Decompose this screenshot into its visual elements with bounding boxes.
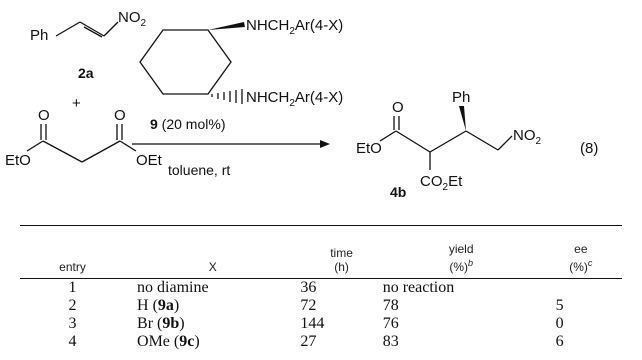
cell-ee: 6 [555,333,564,350]
header-ee-footnote: c [587,258,593,268]
cell-yield: 83 [382,333,399,350]
cell-time: 36 [300,279,317,296]
header-yield-line1: yield [448,242,474,256]
ethoxy-right-label: OEt [136,152,163,169]
results-table: entry X time (h) yield (%)b ee (%)c 1 no… [20,232,622,351]
header-ee-unit: (%) [569,260,588,274]
bond-line [465,130,499,151]
product-carbonyl-oxygen: O [392,99,404,116]
bond-line [497,135,513,151]
header-x: X [125,232,300,274]
header-ee: ee (%)c [540,232,622,274]
header-yield-footnote: b [468,258,474,268]
equation-number: (8) [580,140,598,157]
bond-line [81,140,121,163]
bond-line [119,140,137,152]
cell-x: Br (9b) [125,315,300,333]
cell-x-close: ) [194,333,200,350]
cell-entry: 3 [68,315,77,332]
bond-line [42,140,83,163]
cell-time: 144 [300,315,325,332]
diethyl-malonate-structure: O O EtO OEt [5,107,163,169]
header-yield: yield (%)b [383,232,540,274]
table-row: 2 H (9a) 72 78 5 [20,297,622,315]
hash-bond [211,89,243,104]
table-row: 4 OMe (9c) 27 83 6 [20,333,622,351]
cell-x: H (9a) [125,297,300,315]
ethoxy-left-label: EtO [5,152,31,169]
catalyst-loading-label: 9 (20 mol%) [150,116,225,132]
reaction-scheme: Ph NO2 2a + O O EtO OEt NHC [5,9,598,200]
bond-line [395,130,431,153]
header-entry: entry [20,232,125,274]
table-row: 1 no diamine 36 no reaction [20,279,622,298]
cell-x: OMe (9c) [125,333,300,351]
cell-x-text: Br ( [137,315,163,332]
cell-x-text: H ( [137,297,158,314]
product-phenyl-label: Ph [452,89,470,106]
bond-line [55,21,81,37]
header-ee-line2: (%)c [540,256,622,274]
cell-x-text: OMe ( [137,333,180,350]
plus-sign: + [72,95,81,112]
cell-entry: 4 [68,333,77,350]
arrow-head [320,140,330,148]
header-time-line1: time [330,246,353,260]
catalyst-9-structure: NHCH2Ar(4-X) NHCH2Ar(4-X) 9 (20 mol%) [139,17,343,132]
cell-x-compound: 9b [162,315,180,332]
product-4b-structure: O EtO Ph NO2 CO2Et 4b [356,89,542,200]
reaction-conditions: toluene, rt [168,162,230,178]
bond-line [429,130,467,153]
header-yield-unit: (%) [449,260,468,274]
wedge-bond [459,106,466,131]
product-ester-label: CO2Et [420,173,463,193]
cell-x-close: ) [179,315,185,332]
product-nitro-label: NO2 [513,127,542,147]
cell-yield: 76 [382,315,399,332]
phenyl-label: Ph [30,27,48,44]
cell-entry: 1 [68,279,77,296]
cell-x: no diamine [125,279,300,298]
cell-x-close: ) [173,297,180,314]
carbonyl-oxygen-right: O [114,107,126,124]
double-bond-line [83,26,103,38]
header-x-text: X [208,260,217,274]
header-rule [20,274,622,279]
amine-top-label: NHCH2Ar(4-X) [246,17,343,37]
cell-entry: 2 [68,297,77,314]
cell-ee: 5 [555,297,564,314]
cell-yield: 78 [382,297,399,314]
header-ee-line1: ee [574,242,588,256]
compound-4b-label: 4b [390,184,406,200]
wedge-bond [208,22,245,30]
compound-2a-label: 2a [78,65,94,81]
bond-line [26,140,44,152]
table-row: 3 Br (9b) 144 76 0 [20,315,622,333]
nitrostyrene-structure: Ph NO2 2a [30,9,147,81]
table-top-rule [20,225,622,226]
bond-line [103,21,119,37]
amine-bottom-label: NHCH2Ar(4-X) [246,89,343,109]
carbonyl-oxygen-left: O [38,107,50,124]
table-header-row: entry X time (h) yield (%)b ee (%)c [20,232,622,274]
cell-x-text: no diamine [137,279,209,296]
cell-ee [540,279,622,298]
header-yield-line2: (%)b [383,256,540,274]
bond-line [79,21,105,37]
bond-line [379,130,397,142]
cell-yield: no reaction [382,279,455,296]
cell-time: 72 [300,297,317,314]
header-time: time (h) [300,232,382,274]
nitro-label: NO2 [118,9,147,29]
cell-ee: 0 [555,315,564,332]
product-ethoxy-label: EtO [356,140,382,157]
header-time-line2: (h) [334,260,349,274]
cell-x-compound: 9a [157,297,174,314]
cell-time: 27 [300,333,317,350]
header-entry-text: entry [59,260,86,274]
cyclohexane-ring [139,29,232,95]
cell-x-compound: 9c [179,333,195,350]
